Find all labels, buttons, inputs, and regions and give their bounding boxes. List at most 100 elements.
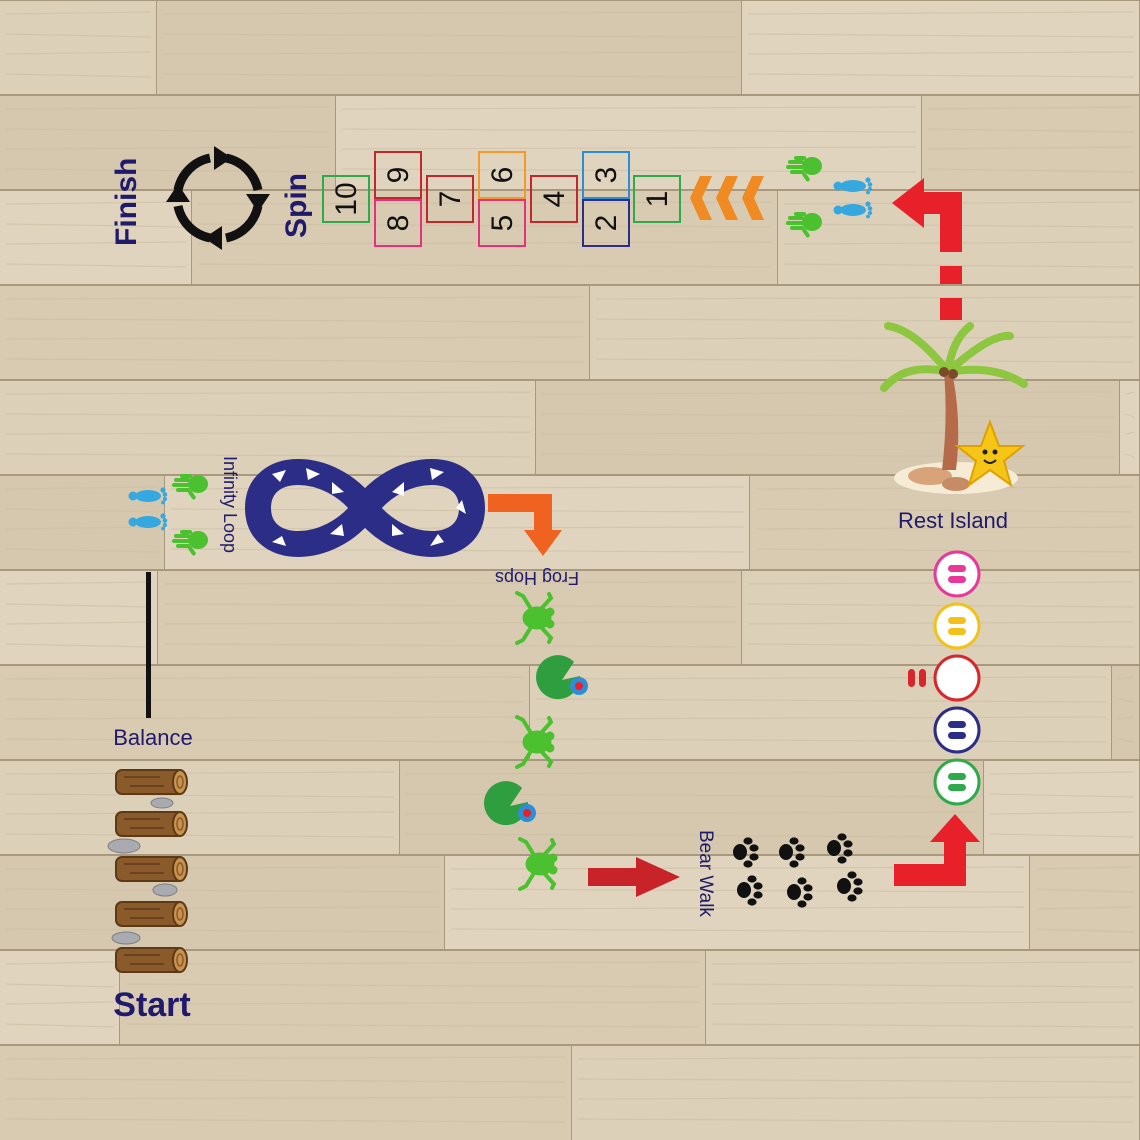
wood-grain <box>1117 676 1135 680</box>
hopscotch-square-7: 7 <box>426 175 474 223</box>
bear-walk-label: Bear Walk <box>695 830 716 917</box>
hopscotch-square-6: 6 <box>478 151 526 199</box>
floor-plank <box>1112 665 1140 760</box>
wood-grain <box>5 106 331 110</box>
wood-grain <box>783 263 1135 268</box>
wood-grain <box>755 508 1135 513</box>
wood-grain <box>5 548 160 553</box>
wood-grain <box>535 738 1107 743</box>
wood-grain <box>5 716 525 720</box>
wood-grain <box>5 1056 567 1060</box>
chevron-icon <box>690 176 764 220</box>
floor-plank <box>0 95 336 190</box>
floor-plank <box>1030 855 1140 950</box>
wood-grain <box>197 241 773 245</box>
footprint-icon <box>833 177 873 219</box>
hopscotch-number: 1 <box>641 191 674 208</box>
wood-grain <box>5 33 152 38</box>
wood-grain <box>1035 928 1135 933</box>
wood-grain <box>595 336 1135 340</box>
floor-plank <box>0 760 400 855</box>
wood-grain <box>755 548 1135 553</box>
wood-grain <box>927 128 1135 133</box>
wood-grain <box>163 643 737 648</box>
wood-grain <box>5 431 531 435</box>
arrow-icon <box>488 494 562 556</box>
hopscotch-square-5: 5 <box>478 199 526 247</box>
wood-grain <box>747 51 1135 55</box>
wood-grain <box>5 698 525 703</box>
wood-grain <box>5 526 160 530</box>
wood-grain <box>1117 738 1135 743</box>
paw-print-icon <box>733 833 863 908</box>
wood-grain <box>5 201 187 205</box>
wood-grain <box>989 811 1135 815</box>
hopscotch-square-2: 2 <box>582 199 630 247</box>
wood-grain <box>5 128 331 133</box>
wood-grain <box>989 771 1135 775</box>
spin-label: Spin <box>280 173 313 238</box>
wood-grain <box>1125 391 1135 395</box>
floor-plank <box>120 950 706 1045</box>
wood-grain <box>197 263 773 268</box>
wood-grain <box>5 833 395 838</box>
wood-grain <box>1035 888 1135 893</box>
wood-grain <box>162 51 737 55</box>
wood-grain <box>163 603 737 608</box>
wood-grain <box>197 201 773 205</box>
wood-grain <box>927 106 1135 110</box>
floor-plank <box>0 1045 572 1140</box>
wood-grain <box>577 1118 1135 1123</box>
wood-grain <box>989 833 1135 838</box>
wood-grain <box>535 716 1107 720</box>
wood-grain <box>711 961 1135 965</box>
hopscotch-square-4: 4 <box>530 175 578 223</box>
wood-grain <box>5 793 395 798</box>
floor-plank <box>984 760 1140 855</box>
wood-grain <box>5 73 152 78</box>
wood-grain <box>5 983 115 988</box>
wood-grain <box>5 168 331 173</box>
wood-grain <box>5 928 440 933</box>
wood-grain <box>341 106 917 110</box>
frog-icon <box>515 591 559 891</box>
wood-grain <box>989 793 1135 798</box>
wood-grain <box>5 11 152 15</box>
hopscotch-square-3: 3 <box>582 151 630 199</box>
wood-grain <box>162 33 737 38</box>
wood-grain <box>711 1023 1135 1028</box>
wood-grain <box>927 168 1135 173</box>
wood-grain <box>535 676 1107 680</box>
palm-tree-icon <box>880 322 1028 494</box>
wood-grain <box>1125 413 1135 418</box>
arrow-icon <box>892 178 962 320</box>
wood-grain <box>1117 698 1135 703</box>
floor-plank <box>742 0 1140 95</box>
wood-grain <box>5 643 153 648</box>
footprint-circles <box>933 550 981 806</box>
wood-grain <box>5 336 585 340</box>
wood-grain <box>5 1078 567 1083</box>
wood-grain <box>197 223 773 228</box>
wood-grain <box>577 1056 1135 1060</box>
hopscotch-number: 5 <box>486 215 519 232</box>
floor-plank <box>536 380 1120 475</box>
wood-grain <box>5 771 395 775</box>
floor-plank <box>0 950 120 1045</box>
floor-plank <box>530 665 1112 760</box>
finish-label: Finish <box>110 158 143 246</box>
footprint-circle <box>933 654 981 702</box>
wood-grain <box>595 296 1135 300</box>
wood-grain <box>747 73 1135 78</box>
wood-grain <box>5 1096 567 1100</box>
hopscotch-number: 10 <box>330 182 363 215</box>
wood-grain <box>5 603 153 608</box>
frog-hops-label: Frog Hops <box>495 568 579 588</box>
lily-pad-icon <box>484 655 588 826</box>
wood-grain <box>5 1001 115 1005</box>
floor-plank <box>0 285 590 380</box>
wood-grain <box>5 391 531 395</box>
floor-plank <box>158 570 742 665</box>
hopscotch-square-8: 8 <box>374 199 422 247</box>
floor-plank <box>572 1045 1140 1140</box>
